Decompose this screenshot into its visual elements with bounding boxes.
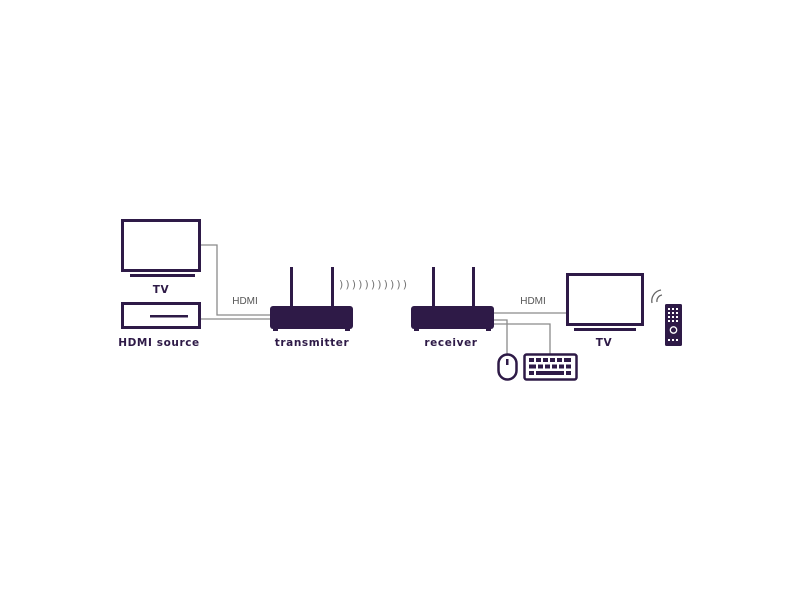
remote-signal-icon bbox=[651, 289, 663, 304]
cable-label-right: HDMI bbox=[520, 296, 546, 307]
wireless-signal-icon: ))))))))))) bbox=[339, 278, 407, 291]
mouse-icon bbox=[497, 353, 518, 381]
transmitter-icon bbox=[270, 267, 353, 331]
tv-left-icon bbox=[121, 219, 201, 277]
hdmi-source-icon bbox=[121, 302, 201, 329]
cables bbox=[201, 244, 566, 356]
cable-receiver-to-keyboard bbox=[493, 323, 551, 354]
tv-right-label: TV bbox=[596, 337, 613, 349]
tv-left-label: TV bbox=[153, 284, 170, 296]
receiver-label: receiver bbox=[424, 337, 477, 349]
keyboard-icon bbox=[523, 353, 578, 381]
transmitter-label: transmitter bbox=[275, 337, 350, 349]
cable-receiver-to-mouse bbox=[493, 319, 508, 356]
cable-tv-to-transmitter bbox=[201, 244, 270, 316]
cable-label-left: HDMI bbox=[232, 296, 258, 307]
remote-control-icon bbox=[665, 304, 682, 346]
tv-right-icon bbox=[566, 273, 644, 331]
receiver-icon bbox=[411, 267, 494, 331]
hdmi-source-label: HDMI source bbox=[118, 337, 200, 349]
